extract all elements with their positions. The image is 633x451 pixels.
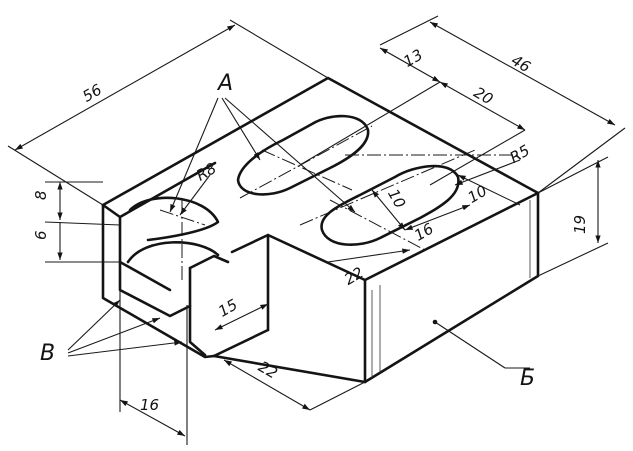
dim-13: 13 [400, 46, 426, 71]
step-bottom [212, 328, 270, 358]
dim-15: 15 [215, 296, 241, 321]
dim-22-bottom: 22 [255, 357, 281, 382]
slot-right-post [188, 266, 207, 357]
dim-22-top: 22 [341, 264, 367, 289]
letter-labels: А В Б [40, 71, 535, 391]
step-top [230, 233, 367, 282]
dim-8: 8 [32, 190, 50, 200]
front-face-hatching [371, 200, 531, 380]
dimension-lines [7, 15, 626, 445]
part-outline [101, 76, 540, 384]
right-block-front [363, 191, 540, 384]
left-front-face [101, 203, 216, 359]
half-hole-lower [126, 241, 220, 264]
dim-6: 6 [32, 230, 50, 240]
dim-56: 56 [79, 81, 105, 106]
dim-19: 19 [571, 215, 589, 234]
slot-right-post-top [188, 254, 230, 270]
leader-lines [67, 97, 530, 369]
dim-20: 20 [471, 83, 497, 108]
label-a: А [216, 71, 233, 96]
holes [126, 114, 460, 264]
half-hole-upper [128, 196, 220, 242]
oblong-slot-right [320, 164, 460, 247]
dim-10-right: 10 [465, 182, 491, 207]
dim-46: 46 [508, 51, 534, 76]
slot-bottom [118, 260, 192, 318]
label-b: В [40, 341, 55, 366]
top-face-edge-right [363, 191, 540, 282]
bottom-edge-front [212, 354, 367, 384]
dim-r5: R5 [507, 141, 533, 167]
dim-16-bottom: 16 [140, 396, 159, 414]
dim-10-slot: 10 [384, 186, 409, 212]
dim-16-inner: 16 [411, 220, 437, 245]
label-be: Б [520, 366, 535, 391]
dimension-text: 56 13 46 20 R5 R8 8 6 10 10 16 19 22 15 … [32, 46, 589, 414]
left-upright-inner [118, 215, 172, 292]
oblong-slot-left [236, 114, 370, 196]
